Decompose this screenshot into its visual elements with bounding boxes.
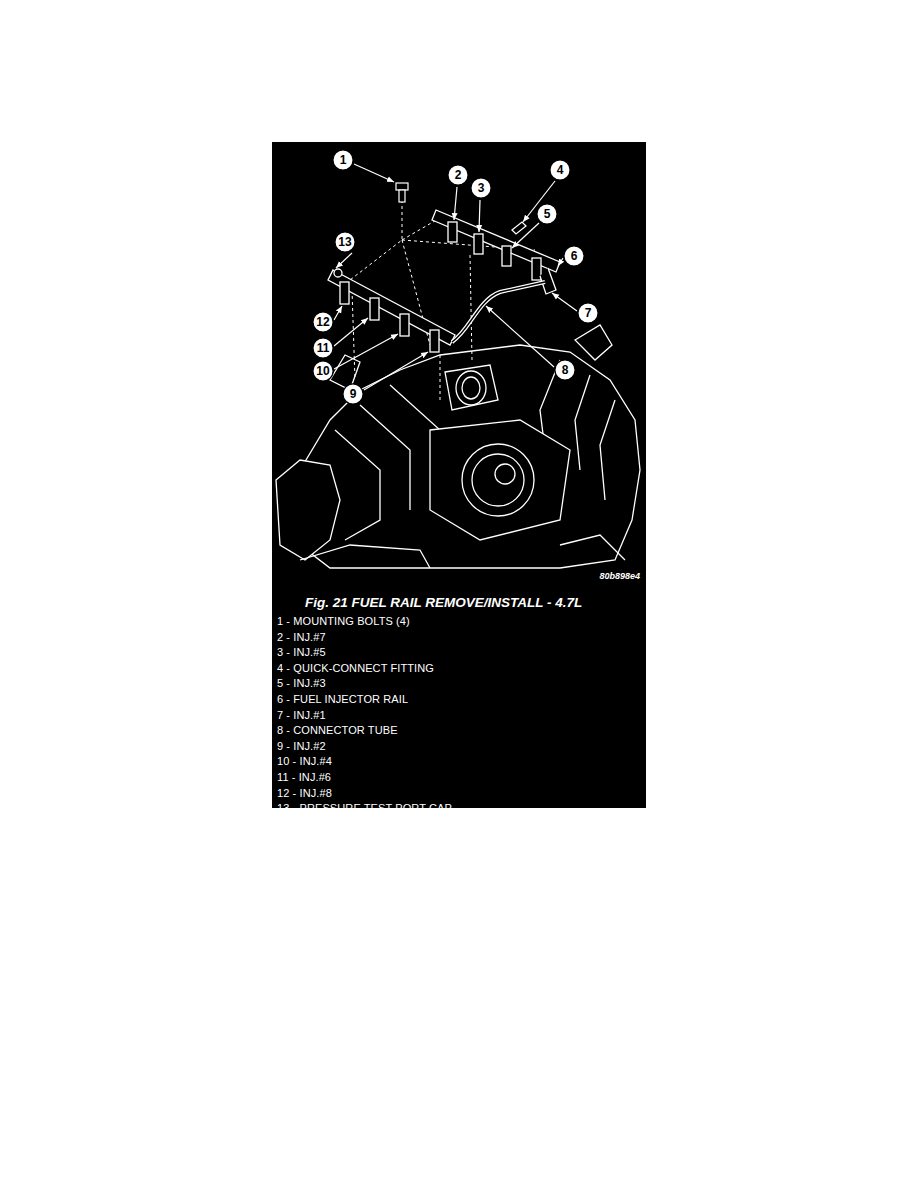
callout-circle: 12 [312,311,334,333]
callout-circle: 8 [554,359,576,381]
figure-code: 80b898e4 [599,571,640,581]
callout-number: 1 [340,154,347,166]
legend-line: 1 - MOUNTING BOLTS (4) [277,615,410,627]
callout-number: 4 [557,164,564,176]
mounting-bolt [396,183,408,202]
callout-number: 7 [585,307,592,319]
lower-fuel-rail [328,269,455,352]
leader-lines [334,164,577,390]
callout-circle: 11 [312,337,334,359]
alignment-lines [350,200,535,400]
figure-caption: Fig. 21 FUEL RAIL REMOVE/INSTALL - 4.7L [305,595,582,610]
legend-line: 10 - INJ.#4 [277,755,332,767]
callout-circle: 1 [332,149,354,171]
callout-circle: 6 [563,245,585,267]
callout-circle: 7 [577,302,599,324]
callout-number: 12 [316,316,329,328]
callout-circle: 9 [342,383,364,405]
black-panel [272,142,646,808]
connector-tube [452,282,545,342]
callout-circle: 3 [470,177,492,199]
callout-number: 2 [455,169,462,181]
callout-number: 13 [338,236,351,248]
callout-circle: 4 [549,159,571,181]
legend-line: 12 - INJ.#8 [277,787,332,799]
connector-tube-inner [452,282,545,342]
callout-circle: 13 [334,231,356,253]
legend-line: 13 - PRESSURE TEST PORT CAP [277,802,452,814]
callout-number: 6 [571,250,578,262]
callout-number: 5 [544,208,551,220]
callout-circle: 10 [312,360,334,382]
legend-line: 8 - CONNECTOR TUBE [277,724,398,736]
legend-line: 3 - INJ.#5 [277,646,326,658]
callout-number: 9 [350,388,357,400]
legend-line: 6 - FUEL INJECTOR RAIL [277,693,408,705]
callout-number: 11 [317,342,330,354]
legend-line: 11 - INJ.#6 [277,771,331,783]
legend-line: 7 - INJ.#1 [277,709,326,721]
legend-line: 9 - INJ.#2 [277,740,326,752]
callout-circle: 2 [447,164,469,186]
callout-number: 3 [478,182,485,194]
callout-circle: 5 [536,203,558,225]
legend-line: 4 - QUICK-CONNECT FITTING [277,662,434,674]
legend-line: 2 - INJ.#7 [277,631,326,643]
callout-number: 8 [562,364,569,376]
legend-line: 5 - INJ.#3 [277,677,326,689]
engine-drawing [276,325,640,568]
callout-number: 10 [316,365,329,377]
